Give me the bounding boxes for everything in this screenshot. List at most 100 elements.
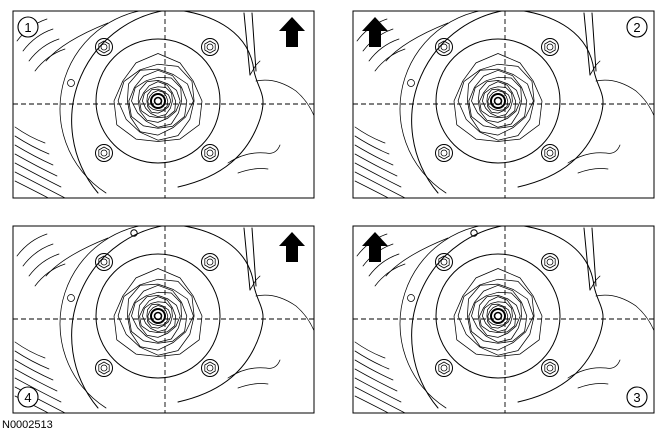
- wheel-stud-nut: [95, 144, 113, 162]
- wheel-stud-nut: [435, 38, 453, 56]
- hub-contour: [486, 88, 512, 114]
- hub-contour: [139, 81, 176, 118]
- knuckle-outline: [177, 11, 264, 188]
- strut-rod: [243, 227, 257, 291]
- rotor-fin-stroke: [28, 38, 60, 62]
- step-number-label: 3: [633, 390, 640, 405]
- rotor-fin-stroke: [14, 171, 66, 198]
- figure-reference-code: N0002513: [2, 419, 53, 431]
- rotor-fin-stroke: [14, 180, 50, 198]
- wheel-stud: [440, 258, 448, 266]
- hub-contour: [453, 268, 543, 357]
- wheel-stud-hex: [544, 146, 556, 160]
- wheel-stud: [206, 43, 214, 51]
- strut-rod-end: [249, 60, 261, 76]
- wheel-stud-hex: [204, 40, 216, 54]
- wheel-stud-nut: [201, 253, 219, 271]
- wheel-stud-hex: [204, 146, 216, 160]
- wheel-stud-nut: [541, 38, 559, 56]
- wheel-stud-nut: [201, 38, 219, 56]
- diagram-panel: 2: [352, 10, 655, 199]
- rotor-edge-curve: [45, 237, 109, 277]
- wheel-stud: [100, 364, 108, 372]
- rotor-fin-stroke: [14, 377, 62, 403]
- step-number-label: 1: [24, 20, 31, 35]
- hub-contour: [477, 295, 521, 338]
- rotor-edge-curve: [385, 237, 449, 277]
- rotor-fin-stroke: [14, 368, 58, 392]
- wheel-stud-hex: [438, 255, 450, 269]
- hub-contour: [127, 283, 194, 351]
- strut-rod: [243, 12, 257, 76]
- rotor-outer-arc: [411, 11, 506, 194]
- clip-hole: [130, 229, 138, 237]
- hub-contour: [113, 268, 203, 357]
- step-number-badge: [17, 16, 39, 38]
- wheel-stud: [546, 43, 554, 51]
- wheel-stud: [546, 149, 554, 157]
- wheel-stud: [546, 364, 554, 372]
- rotor-inner-arc: [399, 226, 482, 409]
- clip-hole: [470, 229, 478, 237]
- wheel-stud-hex: [544, 255, 556, 269]
- knuckle-contour: [227, 144, 281, 174]
- hub-flange: [435, 38, 561, 164]
- hub-contour: [487, 90, 509, 111]
- rotor-fin-stroke: [354, 144, 394, 166]
- wheel-stud: [206, 364, 214, 372]
- rotor-fin-stroke: [354, 359, 394, 381]
- hub-contour: [142, 301, 173, 333]
- hub-artwork: [354, 226, 654, 413]
- hub-contour: [128, 69, 188, 129]
- knuckle-outline: [517, 11, 604, 188]
- wheel-stud-hex: [98, 361, 110, 375]
- wheel-stud-hex: [438, 361, 450, 375]
- diagram-panel: 3: [352, 225, 655, 414]
- rotor-fin-stroke: [354, 350, 390, 370]
- wheel-stud: [206, 258, 214, 266]
- wheel-stud: [440, 364, 448, 372]
- rotor-edge-curve: [45, 22, 109, 62]
- rotor-outer-arc: [71, 226, 166, 409]
- rotor-fin-stroke: [28, 253, 60, 277]
- rotor-outer-arc: [411, 226, 506, 409]
- hub-artwork: [14, 226, 314, 413]
- rotor-hole: [407, 294, 415, 302]
- axle-center: [153, 96, 163, 106]
- rotor-fin-stroke: [354, 171, 406, 198]
- hub-contour: [487, 305, 509, 326]
- knuckle-contour: [255, 79, 314, 117]
- hub-contour: [146, 303, 172, 329]
- step-number-label: 4: [24, 390, 31, 405]
- rotor-fin-stroke: [354, 162, 402, 188]
- knuckle-contour: [595, 79, 654, 117]
- wheel-stud-hex: [98, 255, 110, 269]
- hub-flange: [95, 38, 221, 164]
- knuckle-outline: [517, 226, 604, 403]
- step-number-badge: [626, 386, 648, 408]
- rotor-inner-arc: [59, 226, 142, 409]
- wheel-stud-nut: [435, 359, 453, 377]
- rotor-fin-stroke: [374, 263, 406, 287]
- hub-flange: [435, 253, 561, 379]
- rotor-inner-arc: [399, 11, 482, 194]
- rotor-fin-stroke: [14, 144, 54, 166]
- rotor-hole: [407, 79, 415, 87]
- wheel-stud: [546, 258, 554, 266]
- step-number-badge: [626, 16, 648, 38]
- wheel-stud-hex: [544, 40, 556, 54]
- strut-rod: [583, 227, 597, 291]
- rotor-fin-stroke: [354, 180, 390, 198]
- strut-rod: [583, 12, 597, 76]
- diagram-panel: 1: [12, 10, 315, 199]
- hub-flange: [95, 253, 221, 379]
- hub-contour: [142, 86, 173, 118]
- rotor-fin-stroke: [22, 243, 54, 267]
- wheel-stud: [206, 149, 214, 157]
- hub-contour: [117, 63, 195, 141]
- rotor-fin-stroke: [354, 377, 402, 403]
- hub-contour: [482, 86, 513, 118]
- hub-contour: [457, 63, 535, 141]
- wheel-stud: [100, 149, 108, 157]
